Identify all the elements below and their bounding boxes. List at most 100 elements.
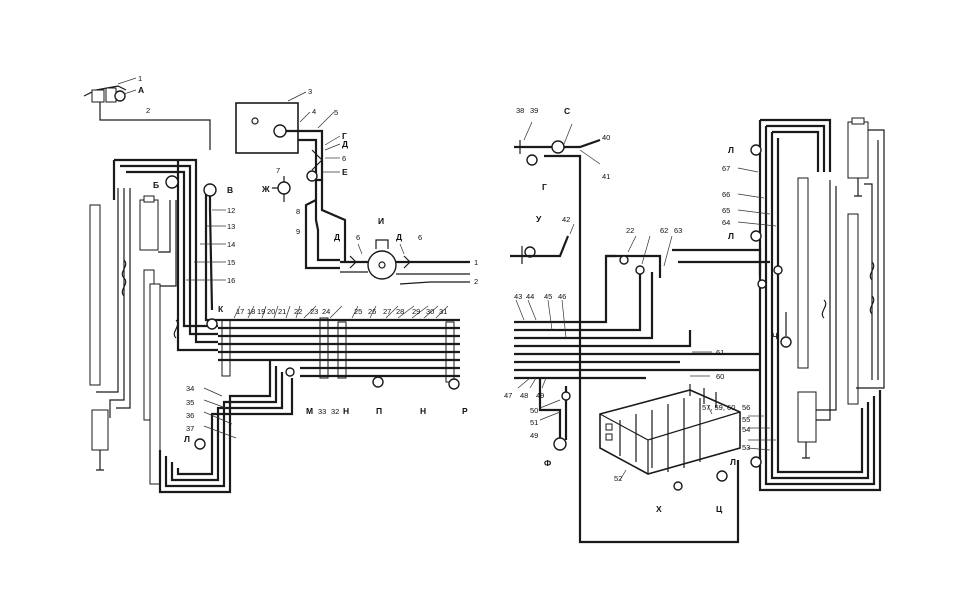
label-25: 25 <box>354 307 362 316</box>
label-u: У <box>536 214 542 224</box>
label-l3: Л <box>728 231 734 241</box>
label-a: А <box>138 85 144 95</box>
right-section <box>737 117 885 492</box>
label-4: 4 <box>312 107 316 116</box>
label-27: 27 <box>383 307 391 316</box>
label-n1: Н <box>343 406 349 416</box>
label-64: 64 <box>722 218 730 227</box>
lamp-e <box>306 170 318 182</box>
label-61: 61 <box>716 348 724 357</box>
right-harness <box>737 118 882 492</box>
label-30: 30 <box>426 307 434 316</box>
label-l2: Л <box>728 145 734 155</box>
label-16: 16 <box>227 276 235 285</box>
label-26: 26 <box>368 307 376 316</box>
connector-block-k <box>206 305 460 390</box>
right-components <box>797 117 885 459</box>
battery-52 <box>599 384 741 491</box>
label-zh: Ж <box>261 184 270 194</box>
label-kh: Х <box>656 504 662 514</box>
left-section <box>83 77 470 494</box>
label-m: М <box>306 406 313 416</box>
label-23: 23 <box>310 307 318 316</box>
label-6a: 6 <box>356 233 360 242</box>
label-42: 42 <box>562 215 570 224</box>
label-51: 51 <box>530 418 538 427</box>
label-39: 39 <box>530 106 538 115</box>
lamp-zh <box>272 176 291 202</box>
label-48: 48 <box>520 391 528 400</box>
label-40: 40 <box>602 133 610 142</box>
label-44: 44 <box>526 292 534 301</box>
label-r: Р <box>462 406 468 416</box>
middle-section <box>510 121 770 544</box>
label-63: 63 <box>674 226 682 235</box>
label-6: 6 <box>342 154 346 163</box>
label-14: 14 <box>227 240 235 249</box>
label-n2: Н <box>420 406 426 416</box>
label-17: 17 <box>236 307 244 316</box>
label-1: 1 <box>138 74 142 83</box>
label-21: 21 <box>278 307 286 316</box>
label-ts: Ц <box>716 504 723 514</box>
label-2: 2 <box>146 106 150 115</box>
label-v: В <box>227 185 233 195</box>
label-8: 8 <box>296 207 300 216</box>
label-18: 18 <box>247 307 255 316</box>
left-components <box>89 188 179 485</box>
device-s <box>514 121 601 200</box>
label-s: С <box>564 106 570 116</box>
label-60: 60 <box>716 372 724 381</box>
label-20: 20 <box>267 307 275 316</box>
label-12: 12 <box>227 206 235 215</box>
label-43: 43 <box>514 292 522 301</box>
label-35: 35 <box>186 398 194 407</box>
label-p: П <box>376 406 382 416</box>
label-33: 33 <box>318 407 326 416</box>
bottom-left-loop <box>158 360 294 494</box>
device-box-3 <box>235 91 341 262</box>
diagram-labels: 1 А 2 3 4 5 Г Д 6 7 Е Ж 8 9 Б В 12 13 14… <box>138 74 778 514</box>
label-ch: Ч <box>772 331 778 341</box>
label-31: 31 <box>439 307 447 316</box>
label-47: 47 <box>504 391 512 400</box>
label-13: 13 <box>227 222 235 231</box>
switch-assembly-1 <box>83 77 211 150</box>
label-d2: Д <box>396 232 402 242</box>
label-62: 62 <box>660 226 668 235</box>
label-9: 9 <box>296 227 300 236</box>
label-41: 41 <box>602 172 610 181</box>
generator-i <box>340 239 470 285</box>
label-g: Г <box>342 131 347 141</box>
label-49: 49 <box>536 391 544 400</box>
label-67: 67 <box>722 164 730 173</box>
label-22b: 22 <box>626 226 634 235</box>
label-65: 65 <box>722 206 730 215</box>
label-out1: 1 <box>474 258 478 267</box>
label-29: 29 <box>412 307 420 316</box>
label-g2: Г <box>542 182 547 192</box>
label-37: 37 <box>186 424 194 433</box>
label-50: 50 <box>530 406 538 415</box>
label-l4: Л <box>730 457 736 467</box>
label-22: 22 <box>294 307 302 316</box>
label-57-59-60: 57, 59, 60 <box>702 403 735 412</box>
label-b: Б <box>153 180 159 190</box>
label-out2: 2 <box>474 277 478 286</box>
label-e: Е <box>342 167 348 177</box>
label-32: 32 <box>331 407 339 416</box>
label-54: 54 <box>742 425 750 434</box>
label-i: И <box>378 216 384 226</box>
label-46: 46 <box>558 292 566 301</box>
label-19: 19 <box>257 307 265 316</box>
label-45: 45 <box>544 292 552 301</box>
device-u <box>510 223 575 264</box>
label-5: 5 <box>334 108 338 117</box>
middle-harness <box>514 200 760 544</box>
label-3: 3 <box>308 87 312 96</box>
label-34: 34 <box>186 384 194 393</box>
label-66: 66 <box>722 190 730 199</box>
label-55: 55 <box>742 415 750 424</box>
label-k: К <box>218 304 224 314</box>
label-28: 28 <box>396 307 404 316</box>
